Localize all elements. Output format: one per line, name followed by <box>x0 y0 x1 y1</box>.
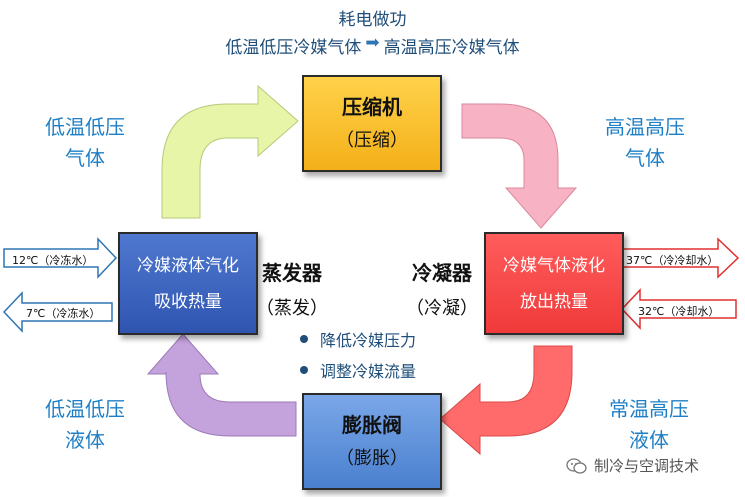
evaporator-box: 冷媒液体汽化 吸收热量 <box>118 232 258 335</box>
right-arrow-icon: ➡ <box>365 33 380 53</box>
header-work-label: 耗电做功 <box>338 10 407 30</box>
bullet-text: 调整冷媒流量 <box>320 362 417 381</box>
bullet-dot <box>300 366 308 374</box>
bullet-item: 降低冷媒压力 <box>300 327 416 351</box>
condenser-line2: 放出热量 <box>520 291 588 312</box>
evaporator-side-subtitle: （蒸发） <box>256 298 328 319</box>
bullet-text: 降低冷媒压力 <box>320 331 417 350</box>
corner-label-top-left: 低温低压 气体 <box>30 112 140 174</box>
condenser-side-label: 冷凝器 （冷凝） <box>404 257 480 320</box>
condenser-line1: 冷媒气体液化 <box>503 255 605 276</box>
compressor-title: 压缩机 <box>342 94 402 119</box>
flow-arrow-red <box>439 345 573 456</box>
condenser-side-subtitle: （冷凝） <box>406 298 478 319</box>
watermark-text: 制冷与空调技术 <box>594 457 700 475</box>
cond-in-label: 32℃（冷却水） <box>638 305 720 318</box>
header-process-left: 低温低压冷媒气体 <box>225 38 362 58</box>
bullet-dot <box>300 335 308 343</box>
condenser-side-title: 冷凝器 <box>412 261 472 285</box>
corner-label-line: 低温低压 <box>45 115 125 139</box>
flow-arrow-purple <box>146 333 297 437</box>
compressor-box: 压缩机 （压缩） <box>302 75 442 172</box>
expansion-valve-box: 膨胀阀 （膨胀） <box>302 393 442 490</box>
cond-in-water-arrow <box>620 288 737 330</box>
expansion-valve-subtitle: （膨胀） <box>336 447 408 469</box>
flow-arrow-green <box>161 84 299 219</box>
corner-label-line: 液体 <box>65 428 105 452</box>
corner-label-line: 低温低压 <box>45 397 125 421</box>
evap-out-label: 7℃（冷冻水） <box>26 307 101 320</box>
bullet-item: 调整冷媒流量 <box>300 358 416 382</box>
cond-out-water-arrow <box>621 237 740 279</box>
evaporator-side-label: 蒸发器 （蒸发） <box>256 257 328 320</box>
wechat-icon <box>566 457 587 474</box>
evaporator-line1: 冷媒液体汽化 <box>137 255 239 276</box>
watermark: 制冷与空调技术 <box>566 455 699 476</box>
header-process-right: 高温高压冷媒气体 <box>383 38 520 58</box>
flow-arrow-pink <box>461 103 578 229</box>
corner-label-line: 气体 <box>625 146 665 170</box>
corner-label-line: 常温高压 <box>609 397 689 421</box>
evap-out-water-arrow <box>2 291 113 333</box>
corner-label-line: 高温高压 <box>605 115 685 139</box>
evap-in-water-arrow <box>3 237 118 279</box>
expansion-valve-title: 膨胀阀 <box>342 412 402 437</box>
evaporator-line2: 吸收热量 <box>154 291 222 312</box>
cond-out-label: 37℃（冷冷却水） <box>626 254 719 267</box>
corner-label-bottom-right: 常温高压 液体 <box>594 394 704 456</box>
corner-label-bottom-left: 低温低压 液体 <box>30 394 140 456</box>
evap-in-label: 12℃（冷冻水） <box>12 254 94 267</box>
header-process: 低温低压冷媒气体 ➡ 高温高压冷媒气体 <box>0 33 745 58</box>
condenser-box: 冷媒气体液化 放出热量 <box>484 232 624 335</box>
compressor-subtitle: （压缩） <box>336 129 408 151</box>
corner-label-line: 气体 <box>65 146 105 170</box>
corner-label-line: 液体 <box>629 428 669 452</box>
corner-label-top-right: 高温高压 气体 <box>590 112 700 174</box>
evaporator-side-title: 蒸发器 <box>262 261 322 285</box>
